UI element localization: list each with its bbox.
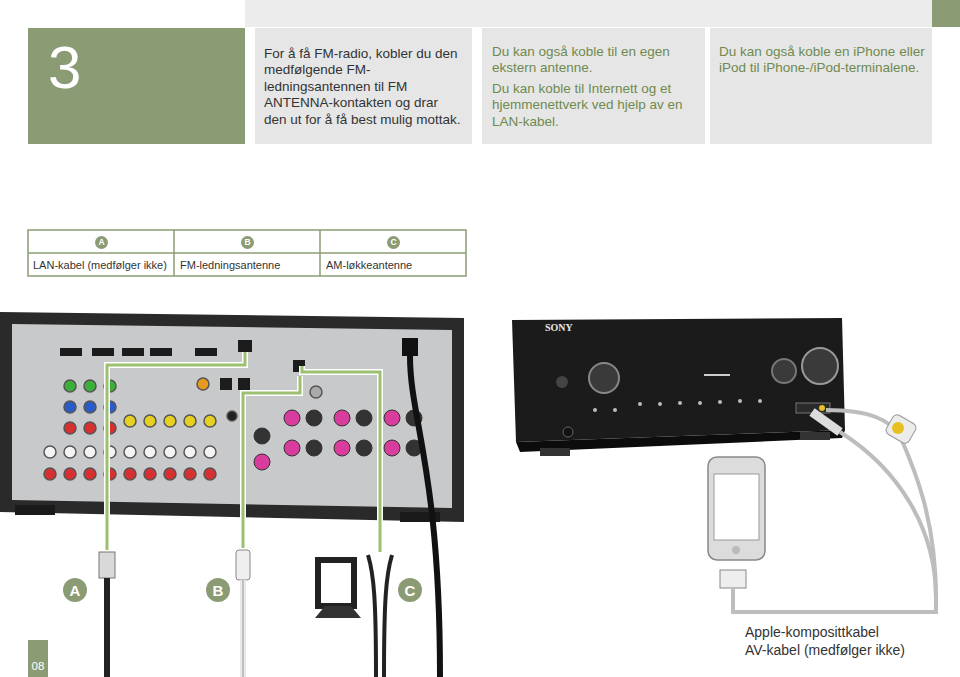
cable-label: Apple-komposittkabel [745,624,879,640]
panel-text: Du kan også koble til en egen ekstern an… [492,44,697,77]
panel-text: Du kan også koble en iPhone eller iPod t… [719,44,926,77]
info-panel: For å få FM-radio, kobler du den medfølg… [255,28,472,144]
page-number-box: 08 [28,640,48,677]
callout-letter: A [98,238,104,247]
info-panel: Du kan også koble en iPhone eller iPod t… [710,28,932,144]
callout-circle: B [206,578,230,602]
table-cell: FM-ledningsantenne [180,259,280,271]
step-number-box: 3 [28,28,245,144]
cable-label: AV-kabel (medfølger ikke) [745,642,905,658]
callout-circle: C [387,236,400,249]
table-cell: LAN-kabel (medfølger ikke) [33,259,167,271]
step-number: 3 [48,32,245,104]
brand-logo: SONY [545,322,573,333]
table-cell: AM-løkkeantenne [326,259,412,271]
callout-circle: C [398,578,422,602]
page-number: 08 [32,661,45,673]
callout-letter: C [405,583,416,598]
callout-letter: B [244,238,250,247]
callout-circle: A [63,578,87,602]
callout-letter: A [70,583,81,598]
callout-letter: B [213,583,224,598]
panel-text: For å få FM-radio, kobler du den medfølg… [264,46,464,128]
info-panel: Du kan også koble til en egen ekstern an… [482,28,705,144]
panel-text: Du kan koble til Internett og et hjemmen… [492,81,697,130]
callout-circle: A [95,236,108,249]
callout-letter: C [390,238,396,247]
callout-circle: B [241,236,254,249]
